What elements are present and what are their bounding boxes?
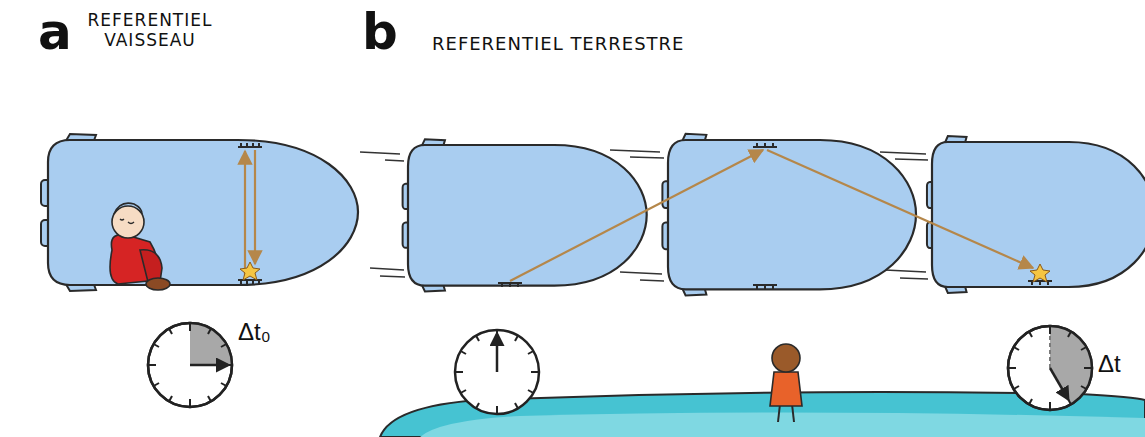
frame-title: REFERENTIEL TERRESTRE <box>432 33 832 55</box>
panel-letter: b <box>362 2 412 62</box>
clock <box>455 330 539 414</box>
mirror <box>498 143 1052 289</box>
light-flash <box>1030 264 1050 282</box>
spaceship <box>41 134 358 291</box>
time-interval: Δt <box>1098 350 1144 379</box>
panel-letter: a <box>38 2 88 62</box>
clock <box>1008 326 1092 410</box>
light-ray <box>510 150 1033 281</box>
mirror <box>238 143 262 284</box>
frame-title: REFERENTIEL VAISSEAU <box>80 10 220 51</box>
ground-shade <box>420 412 1145 437</box>
clock <box>148 323 232 407</box>
standing-person <box>770 344 802 422</box>
light-flash <box>240 262 260 280</box>
light-ray <box>245 150 255 278</box>
spaceship <box>927 136 1145 293</box>
spaceship <box>403 139 647 291</box>
time-interval: Δt₀ <box>238 318 318 347</box>
spaceship <box>662 134 916 296</box>
sitting-person <box>110 203 170 290</box>
